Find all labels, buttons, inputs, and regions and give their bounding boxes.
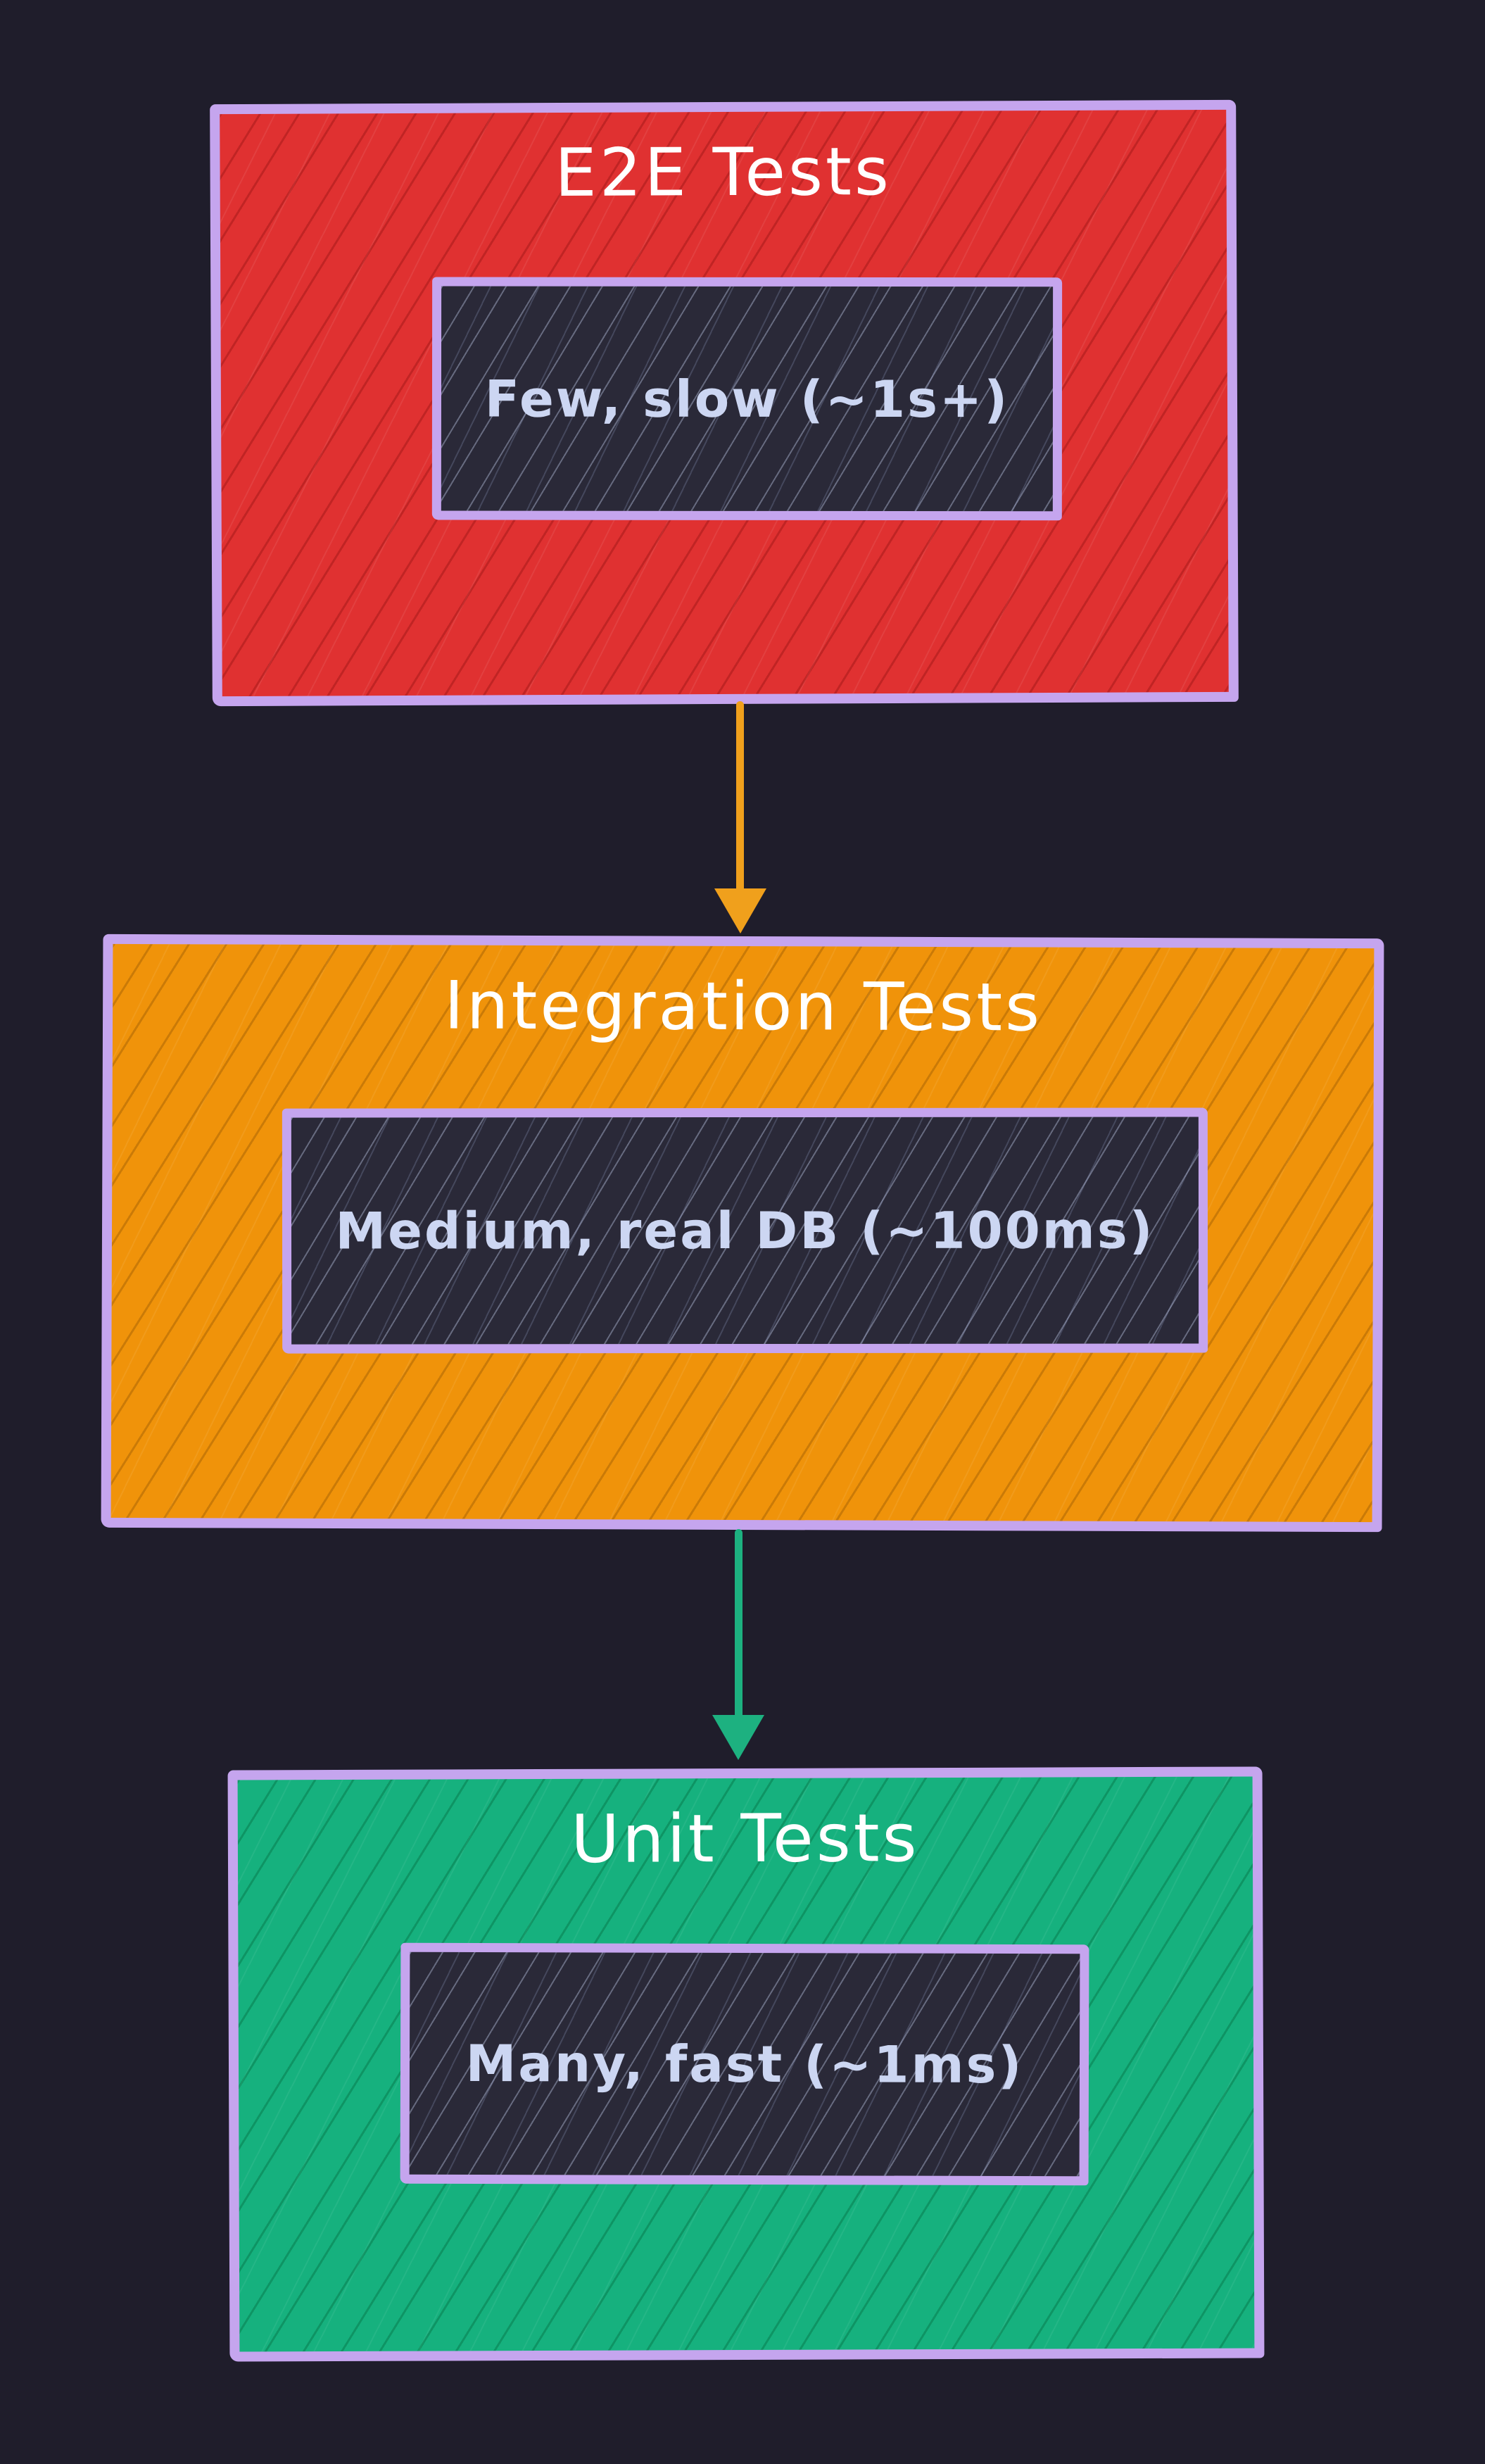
- node-integration-detail-label: Medium, real DB (~100ms): [335, 1200, 1155, 1261]
- arrow-e2e-to-integration-shaft: [736, 701, 744, 895]
- node-e2e-detail-box: Few, slow (~1s+): [431, 277, 1063, 521]
- node-unit-detail-label: Many, fast (~1ms): [465, 2033, 1024, 2095]
- node-integration-tests: Integration Tests Medium, real DB (~100m…: [101, 934, 1384, 1533]
- arrow-down-icon: [712, 1715, 764, 1760]
- node-integration-detail-box: Medium, real DB (~100ms): [282, 1107, 1208, 1354]
- node-unit-detail-box: Many, fast (~1ms): [400, 1942, 1089, 2186]
- node-e2e-title: E2E Tests: [555, 133, 892, 213]
- node-e2e-detail-label: Few, slow (~1s+): [484, 369, 1010, 429]
- node-e2e-tests: E2E Tests Few, slow (~1s+): [210, 99, 1239, 707]
- arrow-integration-to-unit-shaft: [735, 1529, 742, 1721]
- node-unit-tests: Unit Tests Many, fast (~1ms): [227, 1766, 1265, 2362]
- arrow-down-icon: [714, 888, 766, 934]
- node-integration-title: Integration Tests: [443, 967, 1043, 1047]
- node-unit-title: Unit Tests: [571, 1800, 920, 1878]
